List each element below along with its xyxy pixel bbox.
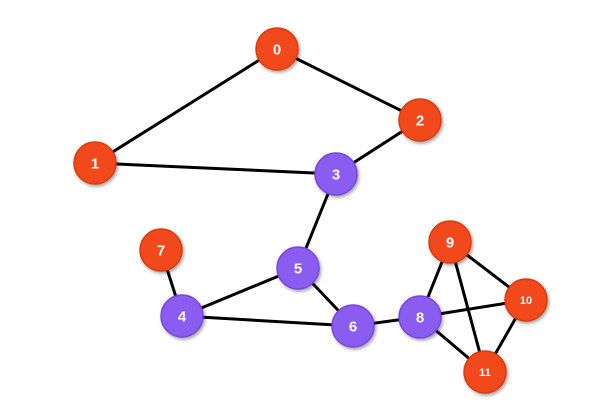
edge-1-3 — [93, 161, 338, 176]
graph-nodes: 0 1 2 3 4 5 6 7 8 9 10 11 — [73, 27, 548, 394]
edge-0-2 — [275, 47, 422, 122]
node-label: 7 — [157, 243, 165, 260]
node-circle — [428, 220, 472, 264]
node-8: 8 — [398, 295, 442, 339]
node-label: 4 — [178, 309, 187, 326]
node-circle — [314, 152, 358, 196]
edge-4-6 — [180, 314, 355, 328]
node-3: 3 — [314, 152, 358, 196]
node-4: 4 — [160, 294, 204, 338]
node-circle — [276, 246, 320, 290]
node-label: 1 — [91, 156, 99, 173]
node-circle — [73, 141, 117, 185]
node-circle — [463, 350, 507, 394]
node-9: 9 — [428, 220, 472, 264]
node-label: 9 — [446, 235, 454, 252]
node-circle — [160, 294, 204, 338]
edge-9-11 — [448, 240, 487, 374]
node-label: 3 — [332, 167, 340, 184]
node-6: 6 — [331, 304, 375, 348]
graph-edges — [93, 47, 528, 374]
node-10: 10 — [504, 278, 548, 322]
node-circle — [255, 27, 299, 71]
node-circle — [139, 228, 183, 272]
node-label: 2 — [416, 113, 424, 130]
node-label: 11 — [479, 367, 491, 379]
node-circle — [331, 304, 375, 348]
node-7: 7 — [139, 228, 183, 272]
node-circle — [504, 278, 548, 322]
node-label: 8 — [416, 310, 424, 327]
node-circle — [398, 98, 442, 142]
node-11: 11 — [463, 350, 507, 394]
node-label: 6 — [349, 319, 357, 336]
node-label: 0 — [273, 42, 281, 59]
edge-0-1 — [93, 47, 279, 165]
node-label: 10 — [520, 295, 532, 307]
node-circle — [398, 295, 442, 339]
node-label: 5 — [294, 261, 302, 278]
node-0: 0 — [255, 27, 299, 71]
node-2: 2 — [398, 98, 442, 142]
node-5: 5 — [276, 246, 320, 290]
node-1: 1 — [73, 141, 117, 185]
